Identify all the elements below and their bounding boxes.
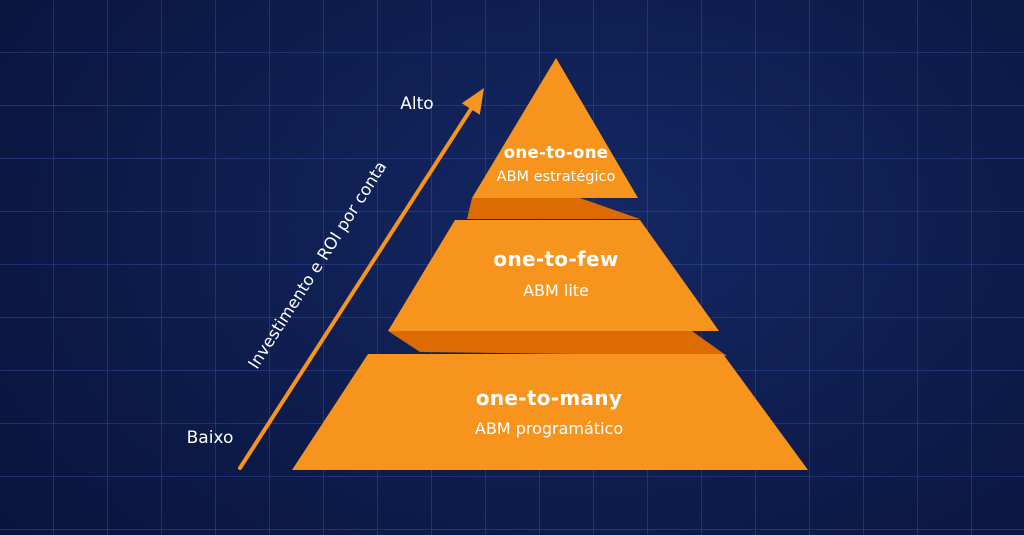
tier2-shape	[388, 220, 719, 331]
tier1-shape	[472, 58, 638, 198]
tier1-fold-shadow	[467, 198, 640, 219]
axis-low-label: Baixo	[187, 428, 234, 448]
pyramid-tier-one-to-one: one-to-one ABM estratégico	[472, 58, 638, 198]
tier3-label: one-to-many	[476, 386, 622, 410]
tier2-sublabel: ABM lite	[523, 281, 589, 300]
arrow-line	[238, 107, 473, 470]
tier2-fold-shadow	[388, 331, 727, 356]
tier1-label: one-to-one	[504, 143, 608, 162]
axis-high-label: Alto	[400, 94, 433, 114]
tier3-sublabel: ABM programático	[475, 419, 623, 438]
tier1-sublabel: ABM estratégico	[497, 169, 616, 185]
pyramid-tier-one-to-few: one-to-few ABM lite	[388, 220, 719, 331]
pyramid-tier-one-to-many: one-to-many ABM programático	[292, 354, 808, 470]
tier2-label: one-to-few	[493, 247, 618, 271]
tier3-shape	[292, 354, 808, 470]
arrow-head-icon	[461, 88, 484, 115]
